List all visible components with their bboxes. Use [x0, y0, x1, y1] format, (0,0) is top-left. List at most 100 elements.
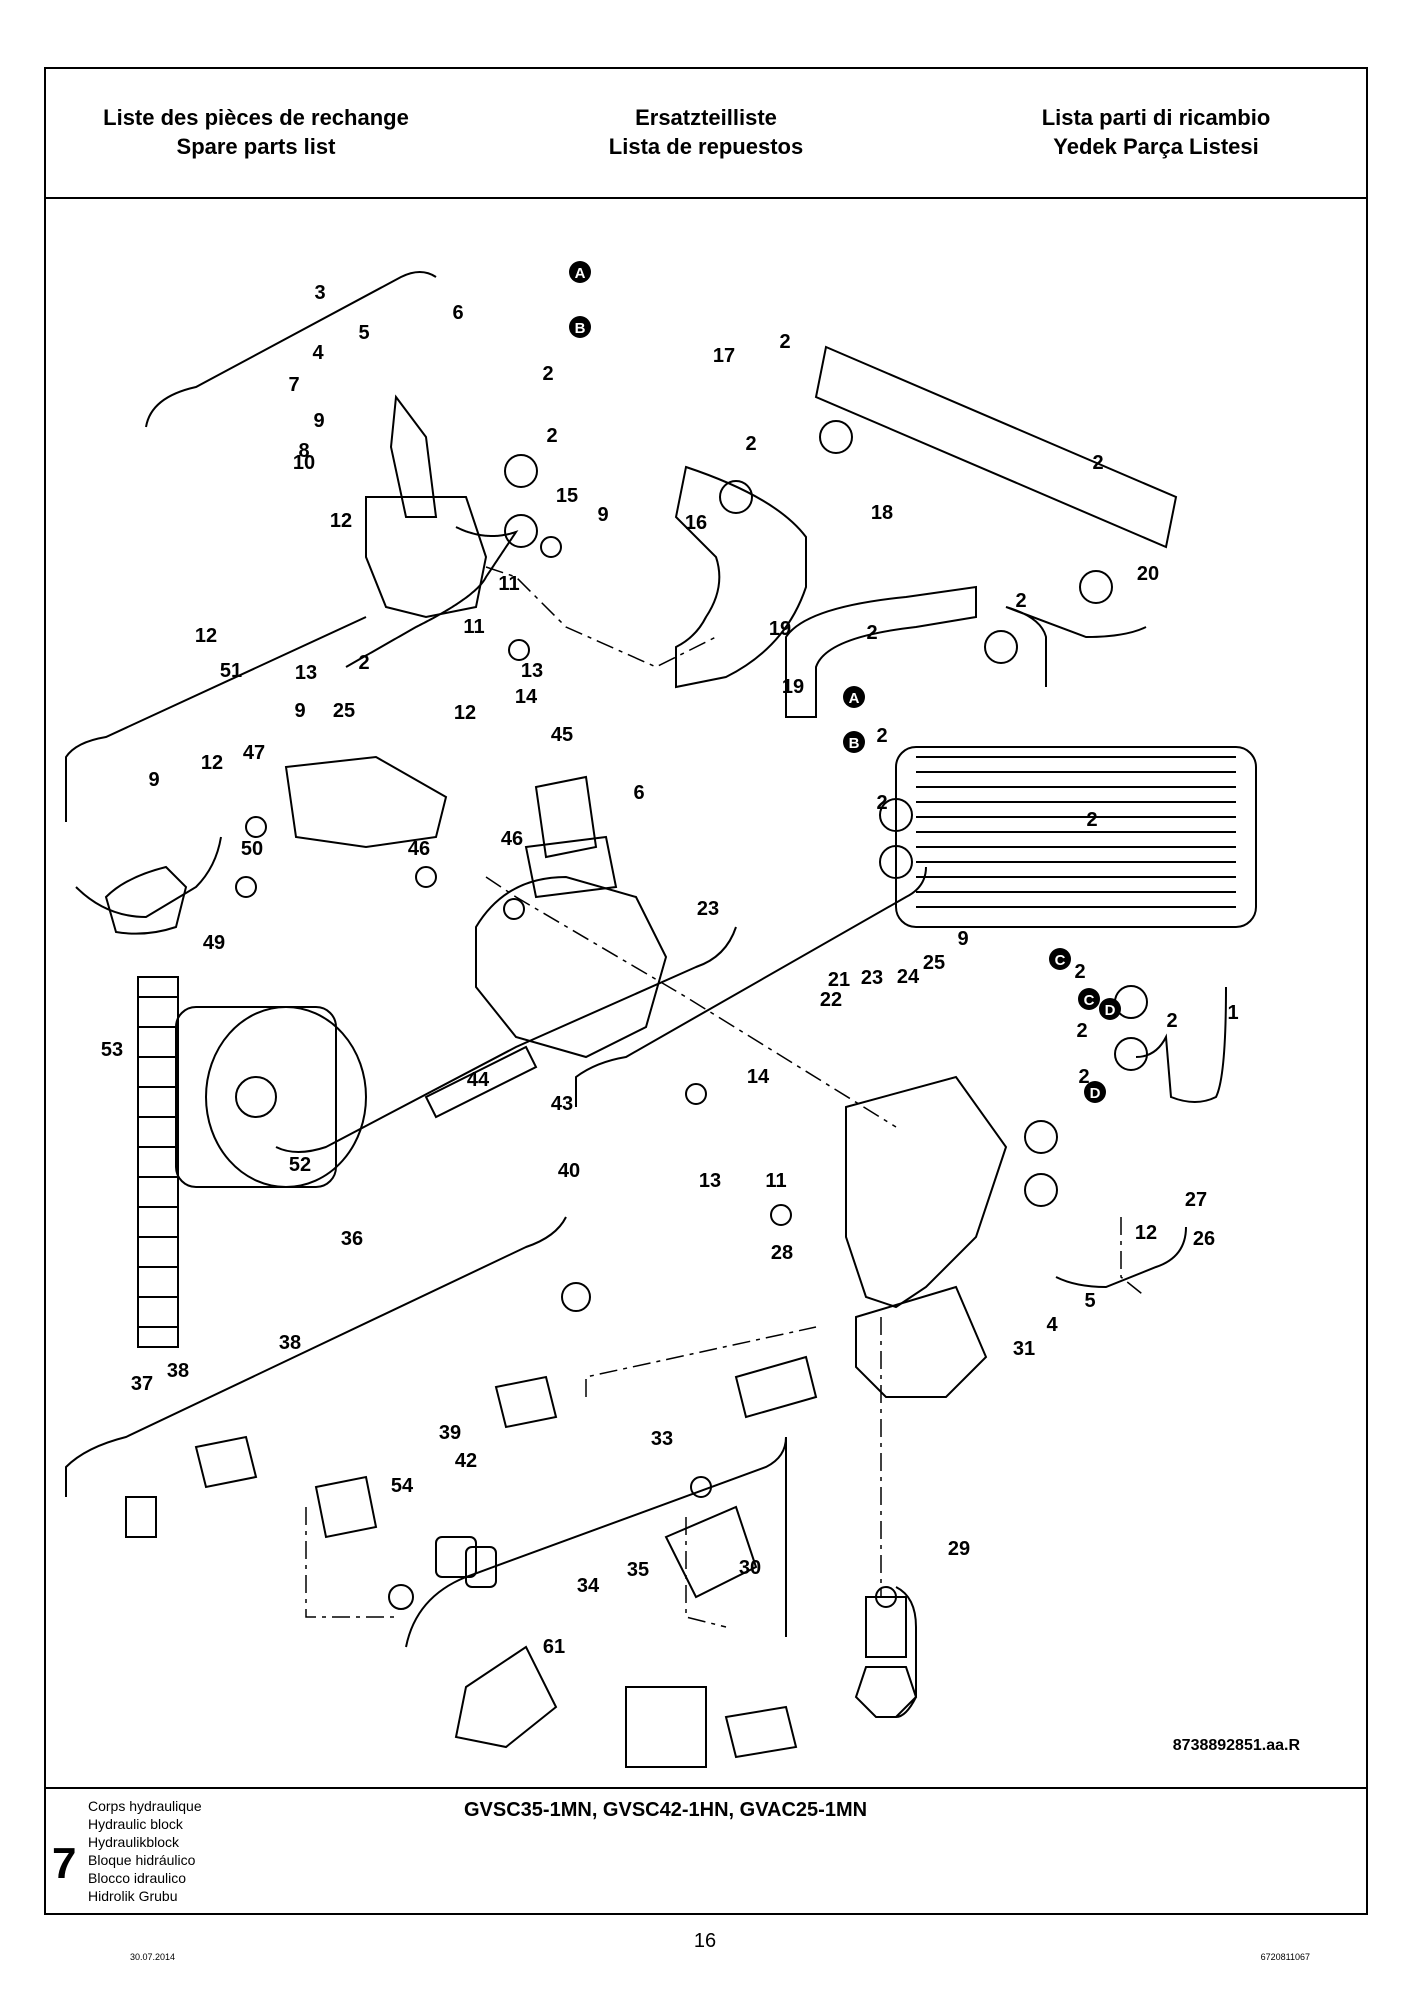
part-number-label: 9 — [294, 700, 305, 722]
part-number-label: 24 — [897, 966, 920, 988]
part-number-label: 4 — [312, 342, 324, 364]
part-37 — [125, 1496, 157, 1538]
bracket-43 — [275, 926, 737, 1153]
part-number-label: 33 — [651, 1428, 673, 1450]
part-number-label: 14 — [515, 686, 538, 708]
bracket-arm-3 — [389, 394, 438, 518]
part-39 — [314, 1475, 378, 1539]
header-col-fr-en: Liste des pièces de rechange Spare parts… — [76, 103, 436, 161]
o-ring-29 — [875, 1586, 897, 1608]
part-number-label: 2 — [866, 622, 877, 644]
part-number-label: 18 — [871, 502, 893, 524]
part-number-label: 37 — [131, 1373, 153, 1395]
assembly-lines — [305, 566, 1147, 1628]
part-29-nipple — [865, 1596, 907, 1658]
valve-49 — [104, 865, 188, 935]
o-ring-2c — [819, 420, 853, 454]
part-number-label: 30 — [739, 1557, 761, 1579]
part-29-nut — [854, 1666, 918, 1718]
connection-marker-c: C — [1049, 948, 1071, 970]
part-number-label: 28 — [771, 1242, 793, 1264]
part-number-label: 9 — [957, 928, 968, 950]
o-ring-11a — [540, 536, 562, 558]
part-number-label: 17 — [713, 345, 735, 367]
part-42b — [465, 1546, 497, 1588]
section-title-it: Blocco idraulico — [88, 1870, 187, 1886]
section-titles: Corps hydraulique Hydraulic block Hydrau… — [88, 1797, 202, 1905]
bracket-1 — [1135, 986, 1227, 1103]
o-ring-33 — [690, 1476, 712, 1498]
o-ring-50 — [235, 876, 257, 898]
o-ring-2b — [504, 514, 538, 548]
three-way-valve — [845, 1075, 1008, 1309]
connection-marker-c: C — [1078, 988, 1100, 1010]
part-number-label: 27 — [1185, 1189, 1207, 1211]
part-number-label: 42 — [455, 1450, 477, 1472]
part-number-label: 10 — [293, 452, 315, 474]
header-title-fr: Liste des pièces de rechange — [103, 105, 409, 130]
pipe-17 — [674, 465, 807, 689]
pump-motor — [205, 1006, 367, 1188]
part-number-label: 19 — [782, 676, 804, 698]
header: Liste des pièces de rechange Spare parts… — [46, 69, 1366, 199]
part-number-label: 9 — [148, 769, 159, 791]
part-number-label: 12 — [330, 510, 352, 532]
part-number-label: 43 — [551, 1093, 573, 1115]
part-number-label: 23 — [861, 967, 883, 989]
part-number-label: 2 — [876, 725, 887, 747]
part-number-label: 50 — [241, 838, 263, 860]
section-title-es: Bloque hidráulico — [88, 1852, 196, 1868]
part-number-label: 2 — [876, 792, 887, 814]
part-number-label: 9 — [313, 410, 324, 432]
part-number-label: 3 — [314, 282, 325, 304]
part-number-label: 20 — [1137, 563, 1159, 585]
svg-text:B: B — [575, 320, 586, 337]
o-ring-46a — [415, 866, 437, 888]
part-number-label: 52 — [289, 1154, 311, 1176]
connector-38 — [194, 1435, 258, 1489]
part-number-label: 2 — [358, 652, 369, 674]
part-number-label: 1 — [1227, 1002, 1238, 1024]
part-number-label: 12 — [195, 625, 217, 647]
o-ring-2f — [984, 630, 1018, 664]
part-35 — [625, 1686, 707, 1768]
connection-marker-d: D — [1099, 998, 1121, 1020]
o-ring-2g — [879, 798, 913, 832]
part-number-label: 11 — [498, 573, 519, 595]
part-drawings — [65, 271, 1257, 1768]
model-list: GVSC35-1MN, GVSC42-1HN, GVAC25-1MN — [464, 1799, 868, 1821]
axis-line-1 — [485, 566, 717, 668]
header-col-de-es: Ersatzteilliste Lista de repuestos — [526, 103, 886, 161]
part-number-label: 2 — [1015, 590, 1026, 612]
part-number-label: 51 — [220, 660, 242, 682]
part-30 — [724, 1705, 798, 1759]
part-number-label: 25 — [923, 952, 945, 974]
part-number-label: 2 — [542, 363, 553, 385]
pipe-18 — [785, 585, 977, 718]
part-number-label: 9 — [597, 504, 608, 526]
header-title-en: Spare parts list — [176, 134, 336, 159]
bracket-29 — [895, 1586, 917, 1718]
o-ring-23 — [685, 1083, 707, 1105]
bracket-26 — [1055, 1226, 1187, 1289]
connection-marker-b: B — [843, 731, 865, 753]
part-number-label: 40 — [558, 1160, 580, 1182]
heat-exchanger — [895, 746, 1257, 928]
valve-base — [855, 1285, 988, 1398]
part-number-label: 2 — [1076, 1020, 1087, 1042]
part-number-label: 2 — [546, 425, 557, 447]
o-ring-47 — [245, 816, 267, 838]
valve-body-upper — [365, 496, 488, 619]
connection-marker-a: A — [843, 686, 865, 708]
o-ring-2h — [879, 845, 913, 879]
part-number-label: 26 — [1193, 1228, 1215, 1250]
part-number-label: 15 — [556, 485, 578, 507]
part-number-label: 4 — [1046, 1314, 1058, 1336]
o-ring-2l — [1024, 1173, 1058, 1207]
o-ring-11b — [508, 639, 530, 661]
part-number-label: 12 — [201, 752, 223, 774]
part-number-label: 5 — [358, 322, 369, 344]
part-number-label: 7 — [288, 374, 299, 396]
part-number-label: 2 — [1078, 1066, 1089, 1088]
part-number-label: 38 — [167, 1360, 189, 1382]
